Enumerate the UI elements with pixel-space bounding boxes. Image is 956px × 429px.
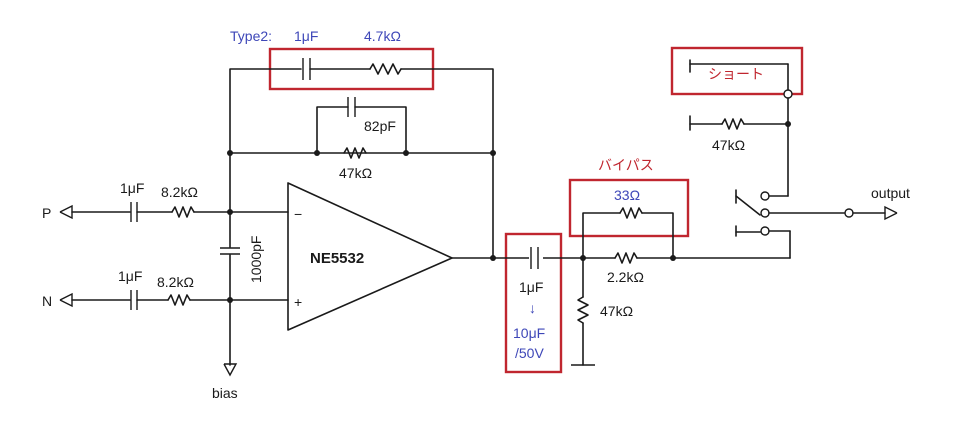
fb-res-label: 47kΩ <box>339 165 372 181</box>
diff-cap-label: 1000pF <box>248 236 264 283</box>
fb-rc-network <box>227 97 496 159</box>
bypass-res-label: 33Ω <box>614 187 640 203</box>
type2-res-label: 4.7kΩ <box>364 28 401 44</box>
type2-label: Type2: <box>230 28 272 44</box>
in-p-res-label: 8.2kΩ <box>161 184 198 200</box>
short-label: ショート <box>708 66 764 82</box>
output-cap-highlight-box <box>504 232 563 374</box>
in-p-cap-label: 1μF <box>120 180 144 196</box>
opamp-label: NE5532 <box>310 250 364 267</box>
diff-cap-and-bias <box>220 211 240 377</box>
output-label: output <box>871 185 910 201</box>
shunt-resistor <box>571 257 595 366</box>
fb-cap-label: 82pF <box>364 118 396 134</box>
port-p-label: P <box>42 205 51 221</box>
port-n-label: N <box>42 293 52 309</box>
input-n-branch <box>59 290 289 310</box>
out-cap-new-label: 10μF <box>513 325 545 341</box>
out-cap-label: 1μF <box>519 279 543 295</box>
input-p-branch <box>59 202 289 222</box>
output-switch <box>689 59 898 259</box>
opamp-minus-label: − <box>294 206 302 222</box>
short-highlight-box <box>670 46 804 96</box>
out-cap-volt-label: /50V <box>515 345 544 361</box>
shunt-res-label: 47kΩ <box>600 303 633 319</box>
in-n-cap-label: 1μF <box>118 268 142 284</box>
opamp-ne5532 <box>287 182 586 331</box>
short-res-label: 47kΩ <box>712 137 745 153</box>
opamp-plus-label: + <box>294 294 302 310</box>
bypass-and-series <box>582 207 791 264</box>
bias-label: bias <box>212 385 238 401</box>
in-n-res-label: 8.2kΩ <box>157 274 194 290</box>
out-cap-arrow: ↓ <box>529 300 536 316</box>
series-res-label: 2.2kΩ <box>607 269 644 285</box>
bypass-highlight-box <box>568 178 690 238</box>
bypass-label: バイパス <box>598 157 654 173</box>
type2-feedback-branch <box>229 58 494 259</box>
type2-cap-label: 1μF <box>294 28 318 44</box>
